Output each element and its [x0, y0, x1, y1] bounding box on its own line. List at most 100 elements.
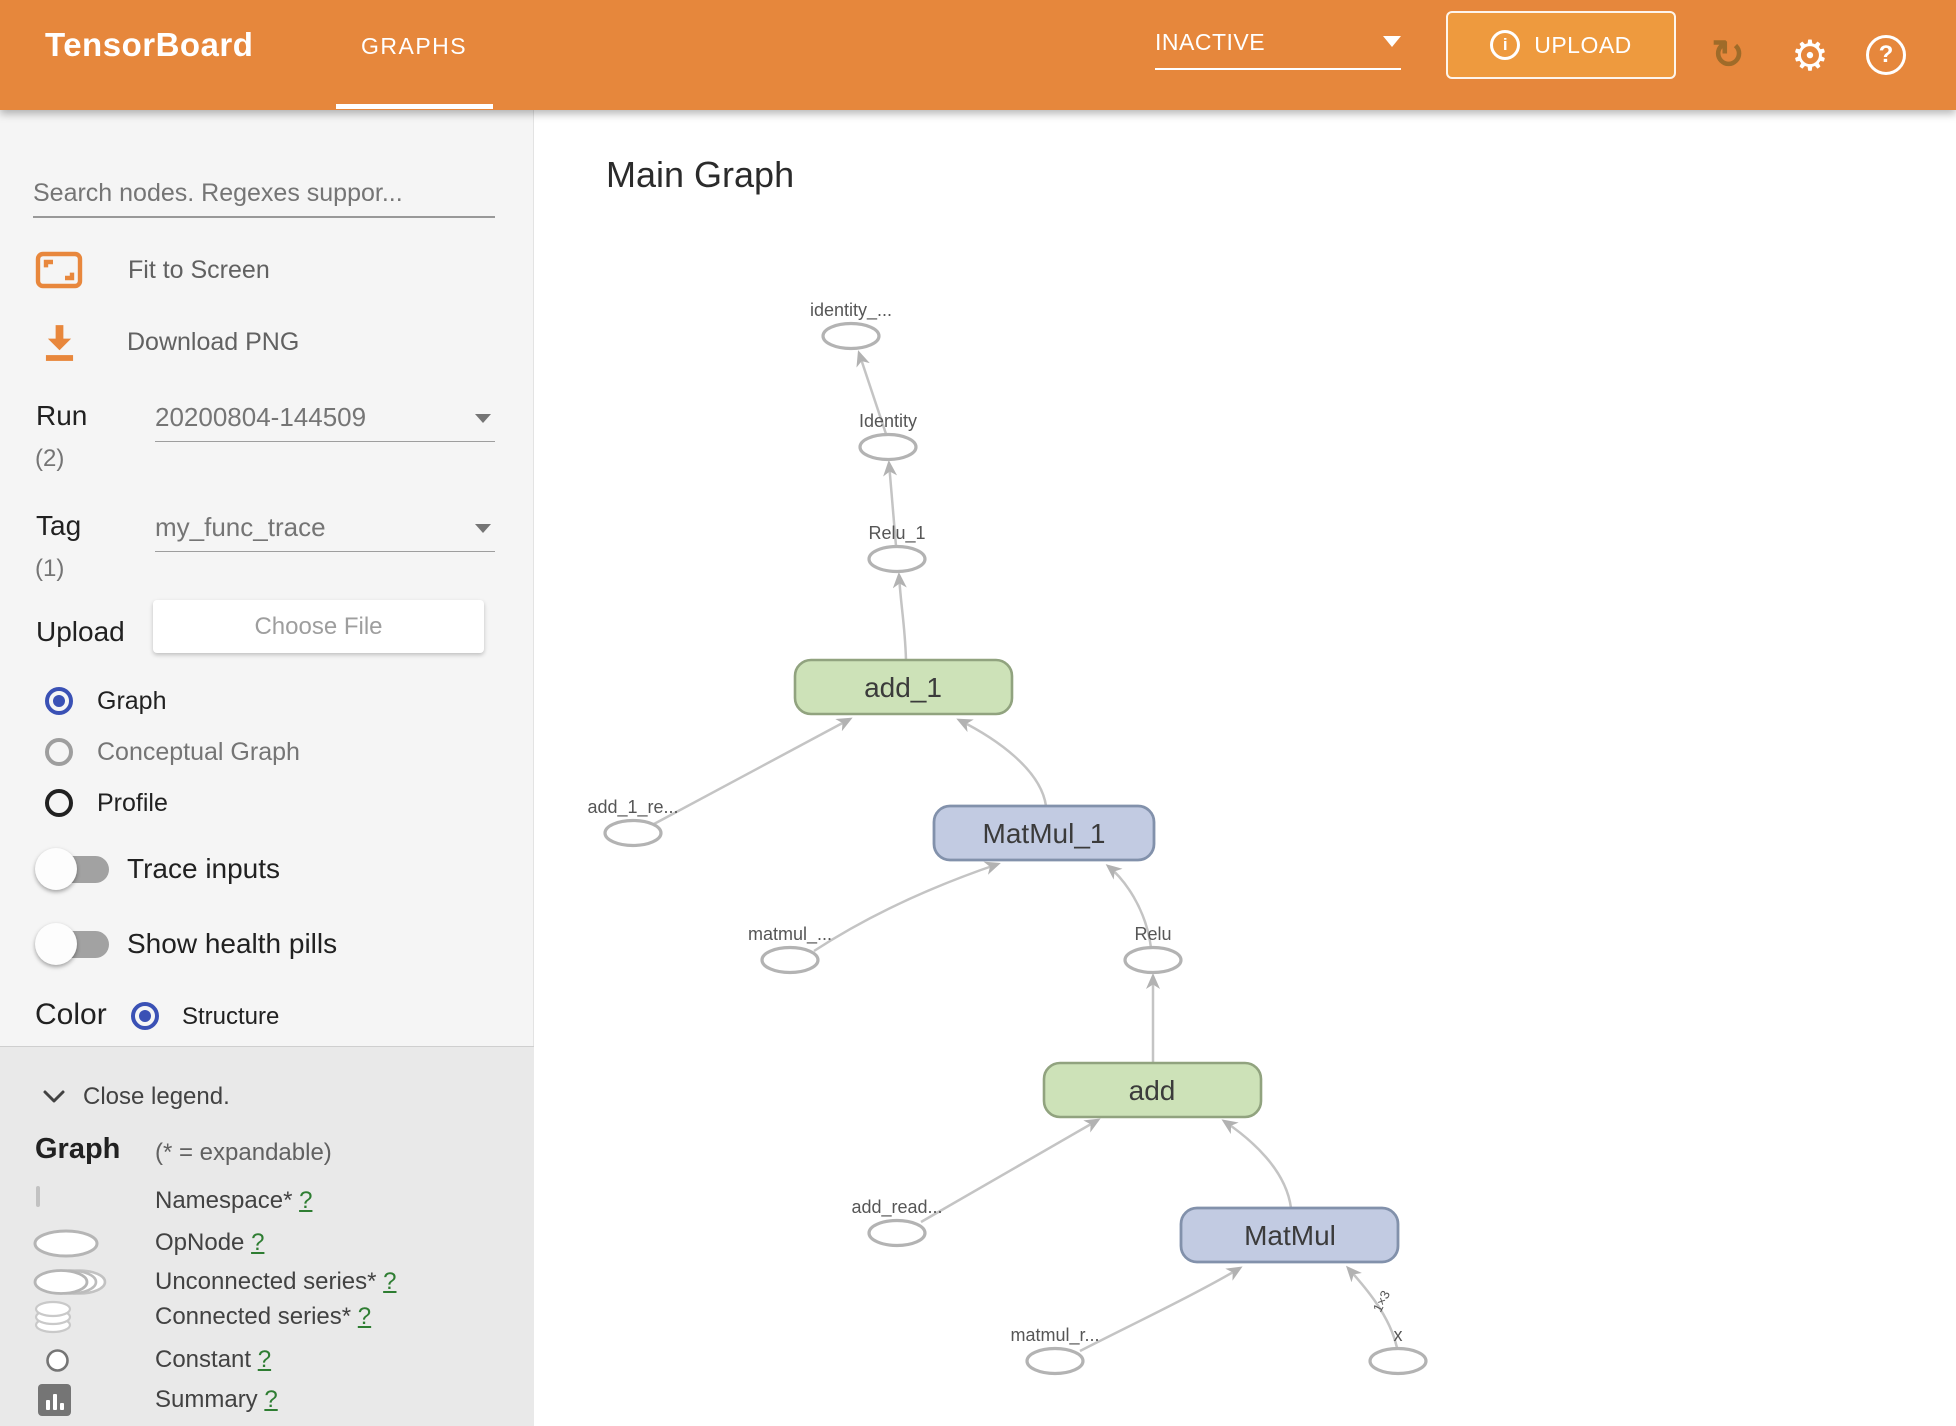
namespace-help-link[interactable]: ? [299, 1187, 313, 1214]
run-select[interactable]: 20200804-144509 [155, 398, 495, 442]
opnode-ellipse[interactable] [867, 544, 927, 574]
legend-item-opnode: OpNode ? [155, 1229, 264, 1257]
svg-text:add: add [1129, 1075, 1176, 1106]
run-select-value: 20200804-144509 [155, 402, 367, 432]
opnode-ellipse[interactable] [858, 432, 918, 462]
download-icon [45, 324, 74, 361]
radio-profile[interactable]: Profile [45, 788, 168, 818]
fit-to-screen-button[interactable]: Fit to Screen [35, 251, 270, 289]
radio-conceptual-graph-label: Conceptual Graph [97, 737, 300, 766]
svg-text:Relu_1: Relu_1 [868, 523, 925, 544]
node-identity_out[interactable]: identity_... [810, 300, 892, 351]
radio-conceptual-graph[interactable]: Conceptual Graph [45, 737, 300, 767]
status-dropdown[interactable]: INACTIVE [1155, 26, 1401, 72]
trace-inputs-toggle[interactable]: Trace inputs [35, 848, 280, 890]
node-x[interactable]: x [1368, 1325, 1428, 1376]
opnode-ellipse[interactable] [760, 945, 820, 975]
node-matmul_1[interactable]: MatMul_1 [932, 804, 1156, 862]
svg-text:Relu: Relu [1134, 924, 1171, 944]
info-icon: i [1490, 30, 1521, 60]
tensorboard-logo: TensorBoard [45, 26, 254, 63]
node-add_1_read[interactable]: add_1_re... [587, 797, 679, 848]
node-add_read[interactable]: add_read... [851, 1197, 943, 1248]
fit-to-screen-icon [35, 251, 83, 289]
node-matmul_read[interactable]: matmul_... [748, 924, 832, 975]
opnode-ellipse[interactable] [1025, 1346, 1085, 1376]
opnode-rect[interactable] [793, 658, 1014, 716]
svg-text:MatMul_1: MatMul_1 [983, 818, 1106, 849]
trace-inputs-label: Trace inputs [127, 853, 281, 884]
node-add_1[interactable]: add_1 [793, 658, 1014, 716]
refresh-icon[interactable]: ↻ [1711, 33, 1745, 77]
edge-add_read-to-add [920, 1118, 1101, 1224]
opnode-ellipse[interactable] [1368, 1346, 1428, 1376]
search-input[interactable] [33, 170, 495, 218]
namespace-icon [36, 1186, 40, 1207]
opnode-ellipse[interactable] [1123, 945, 1183, 975]
opnode-icon [33, 1229, 99, 1263]
opnode-ellipse[interactable] [821, 321, 881, 351]
chevron-down-icon [475, 414, 491, 423]
show-health-pills-toggle[interactable]: Show health pills [35, 923, 337, 965]
tab-graphs[interactable]: GRAPHS [361, 33, 468, 59]
radio-structure[interactable] [131, 1002, 159, 1030]
opnode-rect[interactable] [1179, 1206, 1400, 1264]
svg-text:matmul_r...: matmul_r... [1010, 1325, 1099, 1346]
namespace-label: Namespace* [155, 1187, 293, 1214]
edge-matmul_1-to-add_1 [956, 718, 1048, 807]
toggle-off-icon [35, 923, 110, 965]
edge-add_1_read-to-add_1 [653, 717, 853, 826]
opnode-rect[interactable] [1042, 1061, 1263, 1119]
connected-series-icon [34, 1300, 72, 1339]
tag-count: (1) [35, 555, 65, 582]
dropdown-underline [1155, 68, 1401, 70]
connected-series-label: Connected series* [155, 1303, 352, 1330]
legend-item-unconnected-series: Unconnected series* ? [155, 1268, 397, 1296]
node-relu_1[interactable]: Relu_1 [867, 523, 927, 574]
radio-graph-label: Graph [97, 686, 167, 715]
app-header: TensorBoard GRAPHS INACTIVE i UPLOAD ↻ ⚙… [0, 0, 1956, 110]
color-label: Color [35, 998, 107, 1031]
radio-graph[interactable]: Graph [45, 686, 166, 716]
download-png-button[interactable]: Download PNG [44, 322, 299, 362]
node-add[interactable]: add [1042, 1061, 1263, 1119]
node-matmul_r_read[interactable]: matmul_r... [1010, 1325, 1100, 1376]
tag-label: Tag [36, 510, 82, 541]
unconnected-series-help-link[interactable]: ? [383, 1268, 397, 1295]
legend-item-constant: Constant ? [155, 1346, 271, 1374]
choose-file-button[interactable]: Choose File [153, 600, 484, 653]
opnode-label: OpNode [155, 1229, 245, 1256]
graph-canvas[interactable]: Main Graph 1×3 [534, 110, 1956, 1426]
connected-series-help-link[interactable]: ? [357, 1303, 372, 1330]
node-matmul[interactable]: MatMul [1179, 1206, 1400, 1264]
svg-text:add_read...: add_read... [851, 1197, 942, 1218]
status-dropdown-value: INACTIVE [1155, 29, 1266, 55]
upload-button[interactable]: i UPLOAD [1446, 11, 1676, 79]
gear-icon[interactable]: ⚙ [1791, 31, 1829, 79]
active-tab-indicator [336, 104, 493, 109]
download-png-label: Download PNG [127, 327, 300, 356]
constant-help-link[interactable]: ? [257, 1346, 272, 1373]
tag-select-value: my_func_trace [155, 512, 326, 542]
summary-icon [38, 1384, 71, 1416]
node-relu[interactable]: Relu [1123, 924, 1183, 975]
opnode-ellipse[interactable] [867, 1218, 927, 1248]
color-structure-label: Structure [182, 1003, 280, 1030]
sidebar: Fit to Screen Download PNG Run (2) 20200… [0, 110, 534, 1426]
legend-item-summary: Summary ? [155, 1386, 278, 1414]
legend-panel: Close legend. Graph (* = expandable) Nam… [0, 1046, 534, 1426]
tag-select[interactable]: my_func_trace [155, 508, 495, 552]
help-icon[interactable]: ? [1862, 0, 1910, 110]
svg-text:matmul_...: matmul_... [748, 924, 832, 945]
summary-help-link[interactable]: ? [264, 1386, 278, 1413]
node-identity[interactable]: Identity [858, 411, 918, 462]
edge-identity-to-identity_out [856, 350, 888, 435]
opnode-rect[interactable] [932, 804, 1156, 862]
opnode-ellipse[interactable] [603, 818, 663, 848]
opnode-help-link[interactable]: ? [251, 1229, 265, 1256]
edge-x-to-matmul [1345, 1265, 1399, 1349]
edge-matmul-to-add [1221, 1119, 1293, 1209]
legend-item-connected-series: Connected series* ? [155, 1303, 371, 1331]
chevron-down-icon [1383, 36, 1401, 47]
close-legend-button[interactable]: Close legend. [42, 1083, 230, 1111]
